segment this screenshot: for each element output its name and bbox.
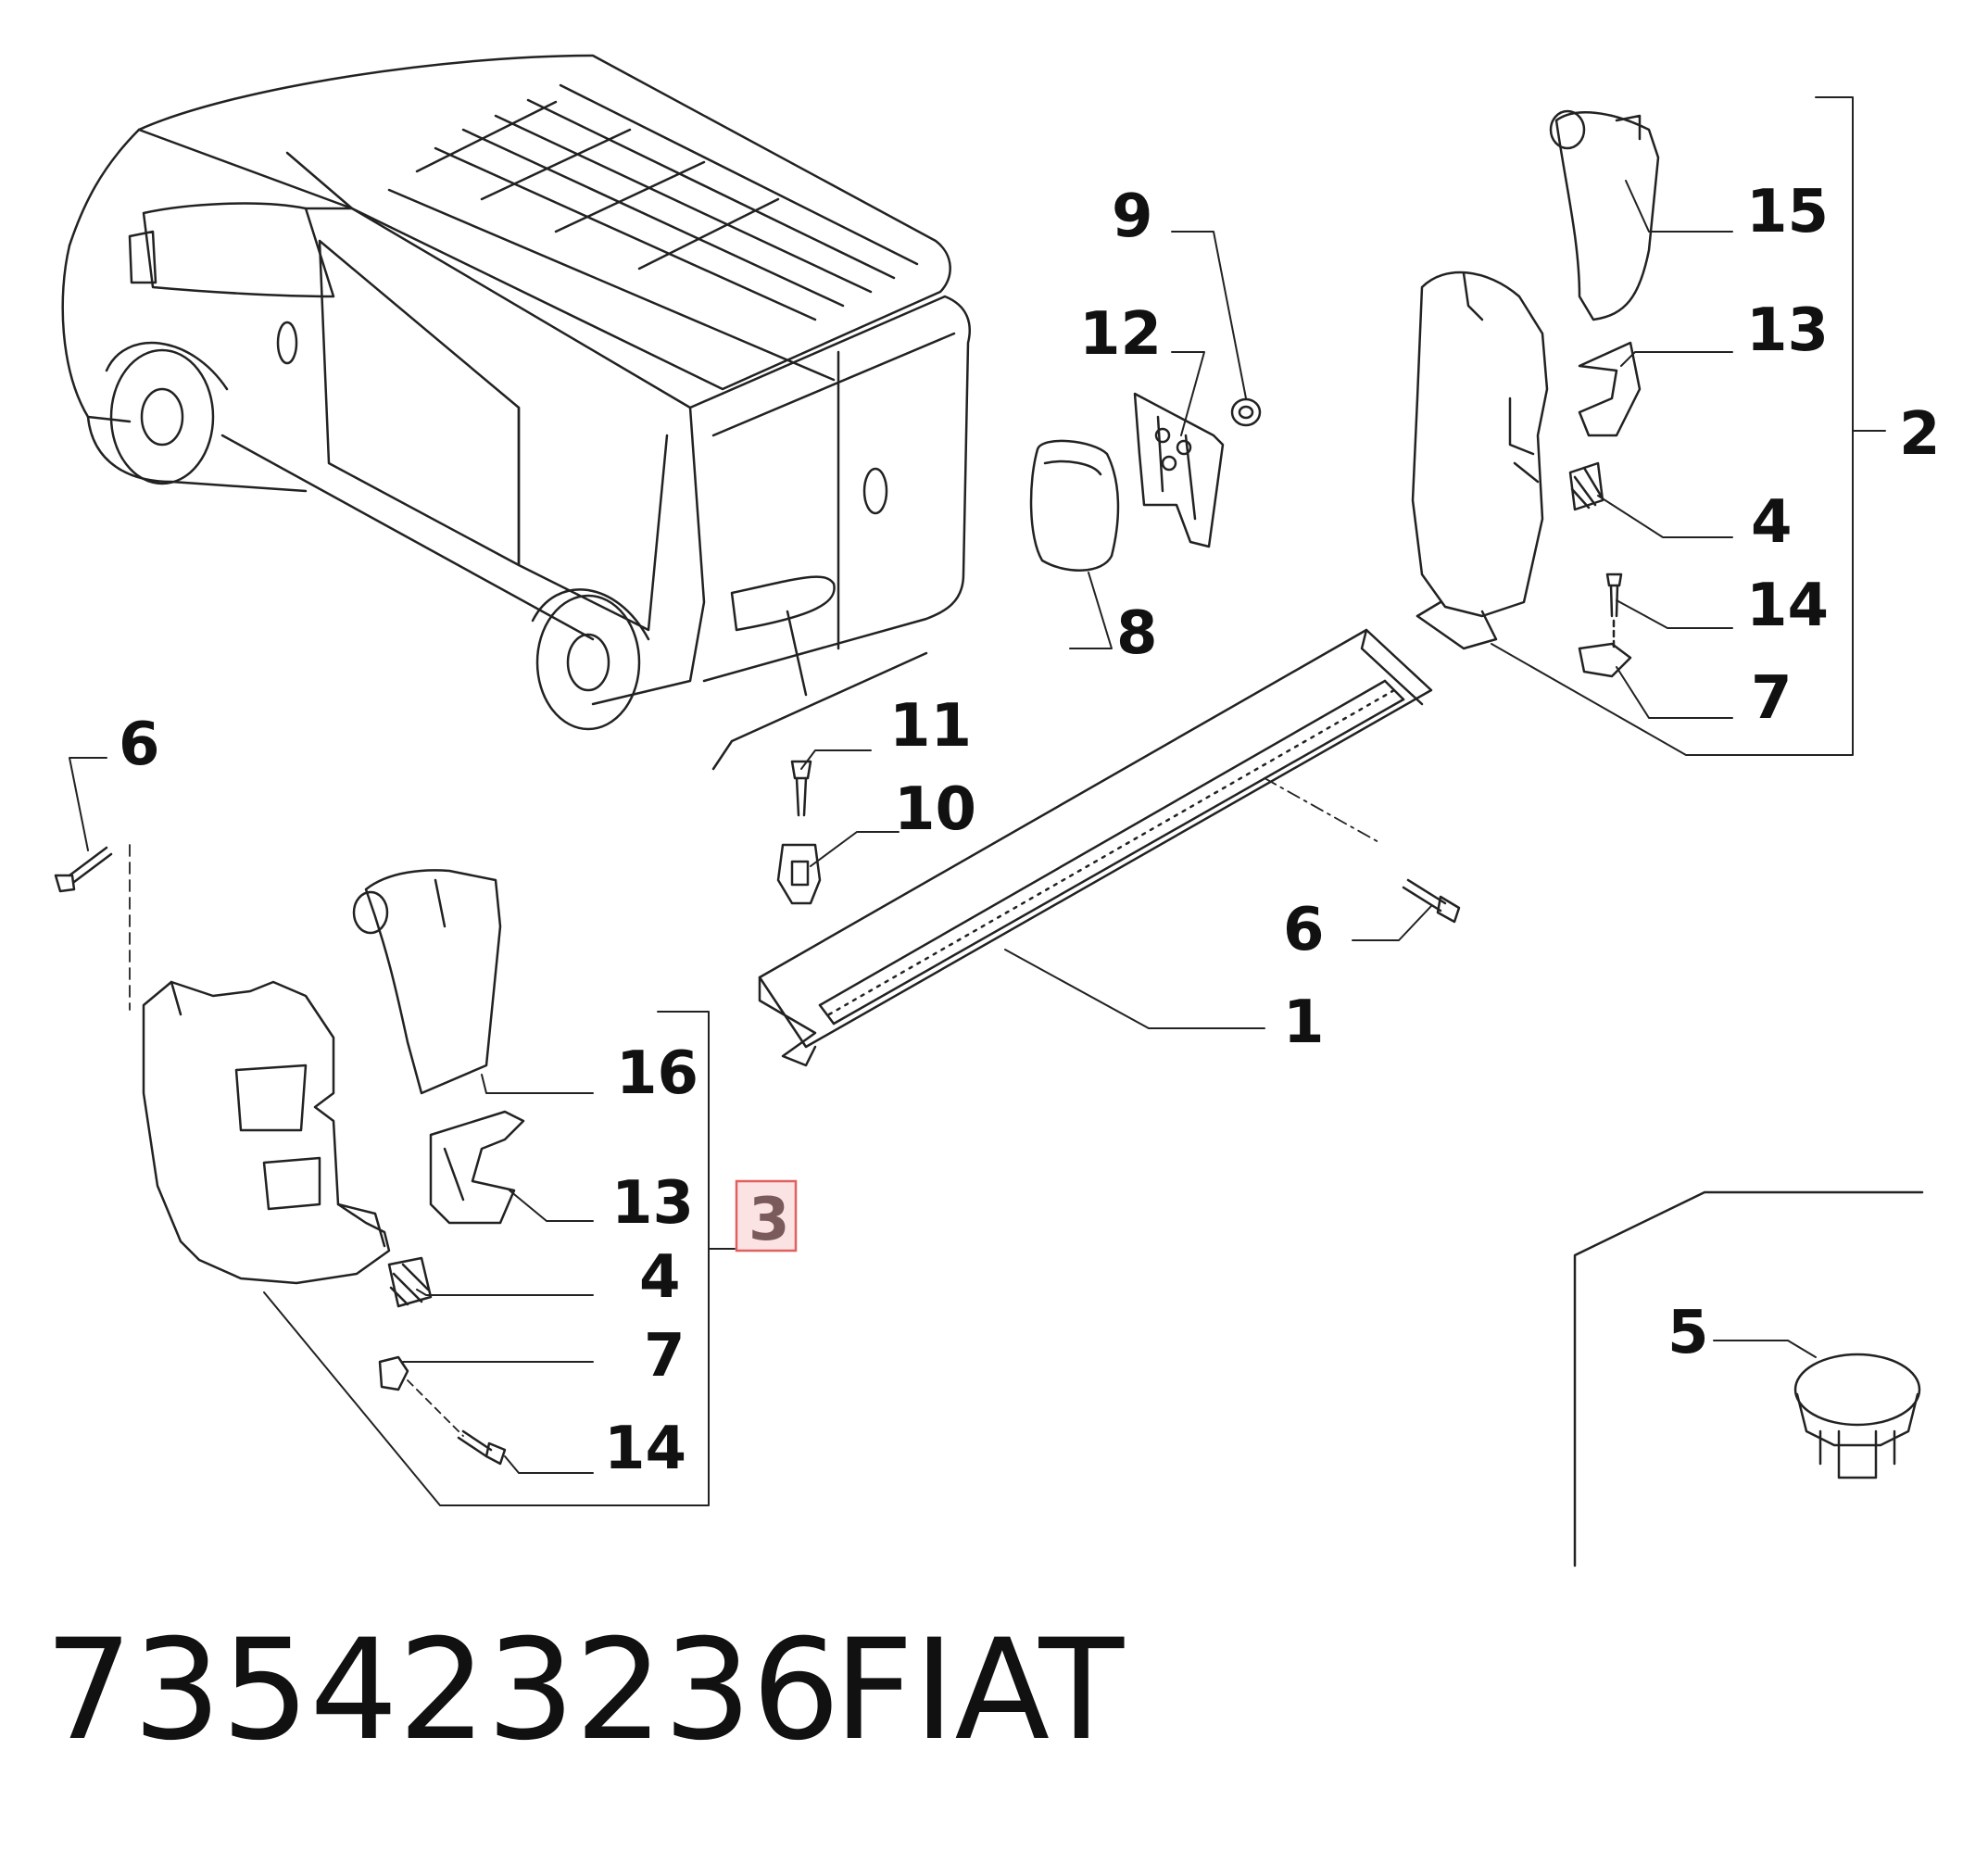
part-12-bracket [1133,392,1225,548]
callout-14-left: 14 [604,1415,686,1483]
callout-14-right: 14 [1746,572,1829,640]
part-9-grommet [1230,397,1262,427]
callout-1: 1 [1283,988,1325,1057]
callout-4-left: 4 [639,1243,681,1312]
part-number: 735423236 [44,1610,840,1771]
callout-7-left: 7 [644,1322,686,1391]
callout-5: 5 [1667,1299,1709,1367]
callout-2: 2 [1899,400,1941,469]
part-4-grille-right [1568,461,1604,511]
callout-13-left: 13 [611,1169,694,1238]
van-illustration [61,54,971,771]
part-10-clip-nut [776,843,822,905]
callout-13-right: 13 [1746,296,1829,365]
callout-3-highlight-box [735,1179,798,1252]
part-13-clip-left [429,1110,525,1225]
callout-4-right: 4 [1751,488,1793,557]
callout-9: 9 [1112,183,1153,251]
part-6-bolt-left [54,844,131,1011]
part-7-clip-left [378,1355,409,1391]
part-4-grille-left [387,1256,433,1308]
callout-15: 15 [1746,178,1829,246]
part-14-screw-right [1605,573,1623,618]
callout-3: 3 [749,1186,790,1254]
callout-6-left: 6 [119,711,160,779]
callout-8: 8 [1116,599,1158,668]
part-5-plug [1573,1190,1924,1567]
callout-16: 16 [616,1039,698,1108]
part-3-mudguard [142,980,391,1285]
part-13-clip-right [1578,341,1642,437]
callout-11: 11 [889,692,972,761]
part-2-mudguard [1411,271,1549,650]
part-14-screw-left [407,1379,507,1466]
part-8-cover [1029,439,1120,572]
part-1-side-step [758,628,1433,1067]
callout-6-right: 6 [1283,896,1325,964]
callout-12: 12 [1079,300,1162,369]
brand-name: FIAT [834,1610,1125,1771]
leader-lines [69,96,1886,1506]
callout-labels: 1 2 3 4 4 5 6 6 7 7 8 9 10 11 12 13 13 1… [119,178,1941,1483]
part-7-clip-right [1578,619,1632,678]
part-11-bolt [790,760,812,817]
part-16-lamp [352,869,502,1095]
callout-10: 10 [894,775,976,844]
callout-7-right: 7 [1751,664,1793,733]
part-6-bolt-right [1402,878,1461,924]
part-15-lamp [1549,109,1660,321]
